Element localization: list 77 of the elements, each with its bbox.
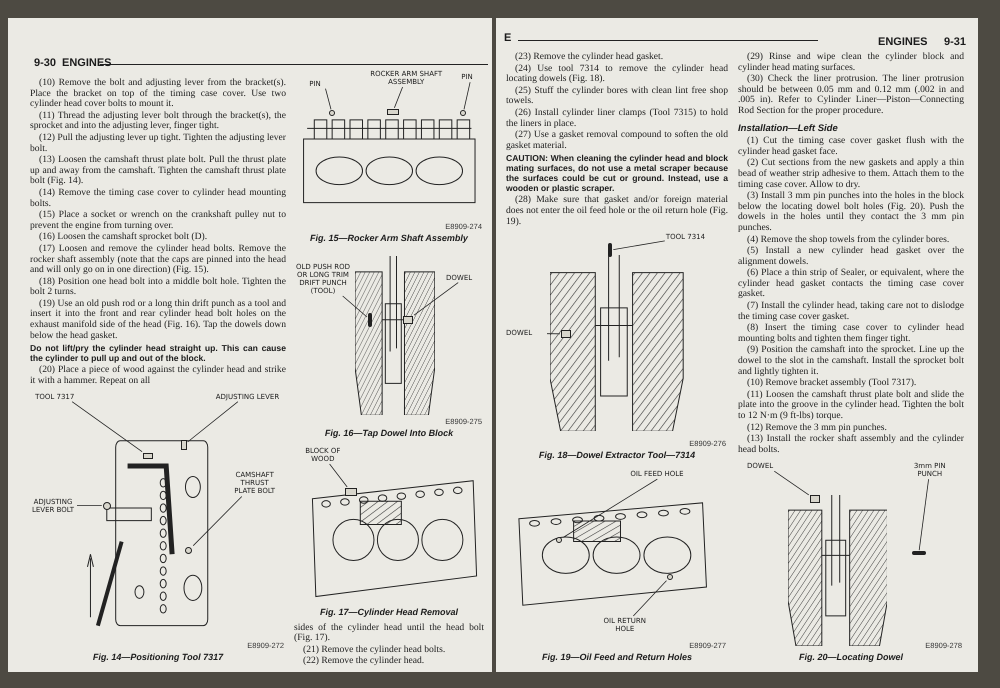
extractor-rod — [608, 243, 612, 258]
paragraph: (23) Remove the cylinder head gasket. — [514, 52, 664, 63]
paragraph: (25) Stuff the cylinder bores with clean lint free shop towels. — [506, 86, 728, 107]
pin-punch — [912, 551, 926, 556]
page-number: 9-30 — [34, 57, 56, 69]
paragraph: (18) Position one head bolt into a middle bolt hole. Tighten the bolt 2 turns. — [30, 276, 286, 298]
wood-block — [345, 488, 357, 496]
pin — [460, 110, 466, 116]
page-number: 9-31 — [944, 36, 966, 48]
figure-caption: Fig. 20—Locating Dowel — [798, 652, 904, 663]
leader-line — [76, 505, 102, 506]
oil-hole — [556, 536, 562, 543]
paragraph: (5) Install a new cylinder head gasket over the alignment dowels. — [738, 246, 964, 268]
leader-line — [562, 478, 658, 538]
caution-text: CAUTION: When cleaning the cylinder head and block mating surfaces, do not use a metal scraper because the surfaces could be cut or ground. Instead, use a wooden or plastic scraper. — [506, 153, 728, 194]
tool-bracket — [142, 452, 153, 459]
paragraph: (13) Install the rocker shaft assembly and the cylinder head bolts. — [738, 434, 964, 456]
paragraph: (20) Place a piece of wood against the cylinder head and strike it with a hammer. Repeat on all — [30, 365, 286, 386]
leader-line — [918, 478, 929, 551]
paragraph: (6) Place a thin strip of Sealer, or equivalent, where the cylinder head gasket contacts the timing case cover gasket. — [738, 268, 964, 300]
dowel — [560, 330, 571, 338]
leader-line — [394, 86, 403, 108]
paragraph: (19) Use an old push rod or a long thin drift punch as a tool and insert it into the front and rear cylinder head bolt holes on the exhaust manifold side of the head (Fig. 16). Tap the dowels down below the head gasket. — [30, 298, 286, 342]
paragraph: (1) Cut the timing case cover gasket flush with the cylinder head gasket face. — [738, 136, 964, 158]
dowel — [810, 494, 820, 503]
paragraph: (7) Install the cylinder head, taking care not to dislodge the timing case cover gasket. — [738, 301, 964, 322]
paragraph: (29) Rinse and wipe clean the cylinder block and cylinder head mating surfaces. — [738, 52, 964, 74]
paragraph: (8) Insert the timing case cover to cylinder head mounting bolts and tighten them finger tight. — [738, 323, 964, 344]
leader-line — [612, 240, 666, 250]
paragraph: (4) Remove the shop towels from the cylinder bores. — [746, 234, 950, 246]
paragraph: (11) Loosen the camshaft thrust plate bolt and slide the plate into the groove in the cylinder head. Tighten the bolt to 12 N·m (9 ft-lbs) torque. — [738, 390, 964, 422]
dowel — [403, 316, 413, 324]
figure-caption: Fig. 19—Oil Feed and Return Holes — [540, 652, 694, 663]
leader-line — [325, 88, 332, 110]
figure-caption: Fig. 16—Tap Dowel Into Block — [324, 428, 454, 439]
leader-line — [464, 82, 470, 110]
leader-line — [774, 470, 810, 496]
paragraph: (15) Place a socket or wrench on the crankshaft pulley nut to prevent the engine from turning over. — [30, 210, 286, 232]
paragraph: (17) Loosen and remove the cylinder head bolts. Remove the rocker shaft assembly (note that the caps are pinned into the head and will only go on in one direction) (Fig. 15). — [30, 244, 286, 276]
paragraph: (10) Remove bracket assembly (Tool 7317). — [746, 378, 918, 389]
paragraph: (12) Pull the adjusting lever up tight. Tighten the adjusting lever bolt. — [30, 132, 286, 154]
paragraph: (14) Remove the timing case cover to cylinder head mounting bolts. — [30, 188, 286, 210]
adjusting-lever — [180, 440, 187, 450]
figure-caption: Fig. 18—Dowel Extractor Tool—7314 — [538, 450, 696, 462]
leader-line — [72, 401, 142, 452]
section-heading: ENGINES — [62, 57, 112, 69]
paragraph: sides of the cylinder head until the head bolt (Fig. 17). — [294, 622, 484, 644]
paragraph: (21) Remove the cylinder head bolts. — [302, 644, 446, 656]
paragraph: (22) Remove the cylinder head. — [302, 656, 426, 667]
paragraph: (3) Install 3 mm pin punches into the holes in the block below the locating dowel bolt holes (Fig. 20). Push the dowels in the holes until they contact the 3 mm pin punches. — [738, 191, 964, 234]
leader-line — [329, 464, 348, 488]
paragraph: (28) Make sure that gasket and/or foreign material does not enter the oil feed hole or the oil return hole (Fig. 19). — [506, 195, 728, 228]
paragraph: (27) Use a gasket removal compound to soften the old gasket material. — [506, 130, 728, 152]
paragraph: (24) Use tool 7314 to remove the cylinder head locating dowels (Fig. 18). — [506, 64, 728, 85]
leader-line — [192, 496, 242, 546]
rocker-shaft — [386, 108, 399, 115]
paragraph: (2) Cut sections from the new gaskets and apply a thin bead of weather strip adhesive to them. Attach them to the timing case cover. Allow to dry. — [738, 158, 964, 190]
paragraph: (30) Check the liner protrusion. The liner protrusion should be between 0.05 mm and 0.12 mm (.002 in and .005 in). Refer to Cylinder Liner—Piston—Connecting Rod Section for the proper procedure. — [738, 74, 964, 117]
figure-caption: Fig. 15—Rocker Arm Shaft Assembly — [309, 232, 470, 244]
figure-caption: Fig. 17—Cylinder Head Removal — [318, 606, 460, 618]
warning-text: Do not lift/pry the cylinder head straight up. This can cause the cylinder to pull up and out of the block. — [30, 343, 286, 364]
oil-hole — [667, 574, 674, 580]
paragraph: (9) Position the camshaft into the sprocket. Line up the dowel to the slot in the camshaft. Install the sprocket bolt and lightly tighten it. — [738, 345, 964, 378]
paragraph: (10) Remove the bolt and adjusting lever from the bracket(s). Place the bracket on top of the timing case cover. Use two cylinder head cover bolts to mount it. — [30, 78, 286, 110]
paragraph: (12) Remove the 3 mm pin punches. — [746, 422, 888, 434]
paragraph: (11) Thread the adjusting lever bolt through the bracket(s), the sprocket and into the adjusting lever, finger tight. — [30, 110, 286, 132]
section-letter: E — [504, 32, 512, 44]
paragraph: (13) Loosen the camshaft thrust plate bolt. Pull the thrust plate up and away from the camshaft. Tighten the camshaft thrust plate bolt (Fig. 14). — [30, 155, 286, 187]
paragraph: (26) Install cylinder liner clamps (Tool 7315) to hold the liners in place. — [506, 108, 728, 130]
section-heading: ENGINES — [878, 36, 928, 48]
subheading: Installation—Left Side — [738, 124, 839, 134]
leader-line — [187, 401, 238, 442]
paragraph: (16) Loosen the camshaft sprocket bolt (D). — [38, 232, 208, 243]
pin — [329, 110, 335, 116]
push-rod — [368, 312, 372, 327]
figure-caption: Fig. 14—Positioning Tool 7317 — [92, 652, 224, 663]
leader-line — [632, 580, 667, 616]
